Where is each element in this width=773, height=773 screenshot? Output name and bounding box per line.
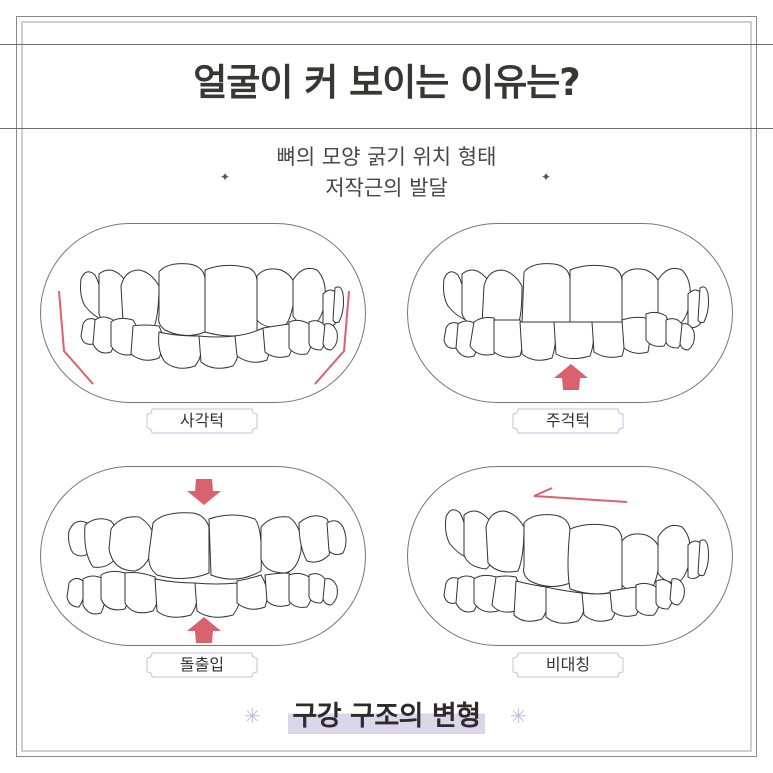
subtitle: 뼈의 모양 굵기 위치 형태 저작근의 발달 [0,142,773,204]
asterisk-star-icon-right: ✳ [510,704,527,728]
teeth-illustration-icon [443,487,709,624]
jaw-line-right-icon [314,290,350,385]
asterisk-star-icon-left: ✳ [244,704,261,728]
footer-highlight-text: 구강 구조의 변형 [288,700,485,734]
page-title: 얼굴이 커 보이는 이유는? [193,61,581,104]
subtitle-line-1: 뼈의 모양 굵기 위치 형태 [276,145,497,169]
subtitle-line-2: 저작근의 발달 [325,176,448,200]
header-top-rule [0,44,773,45]
label-asymmetry: 비대칭 [512,652,624,678]
teeth-illustration-icon [66,479,347,643]
arrow-up-icon [187,617,221,643]
inner-frame [21,21,752,752]
arrow-down-icon [187,479,221,505]
arrow-left-icon [533,487,628,503]
footer: 구강 구조의 변형 [0,700,773,734]
card-protruding-chin [407,223,733,403]
card-protrusion [40,466,366,646]
outer-frame [16,16,757,757]
label-protruding-chin: 주걱턱 [512,408,624,434]
sparkle-icon-left: ✦ [220,170,231,184]
arrow-up-icon [554,364,588,390]
sparkle-icon-right: ✦ [541,170,552,184]
label-protrusion: 돌출입 [146,652,258,678]
header-bottom-rule [0,128,773,129]
card-asymmetry [407,466,733,646]
teeth-illustration-icon [443,263,709,390]
label-square-jaw: 사각턱 [146,408,258,434]
jaw-line-left-icon [58,290,94,385]
card-square-jaw [40,223,366,403]
teeth-illustration-icon [58,263,350,385]
